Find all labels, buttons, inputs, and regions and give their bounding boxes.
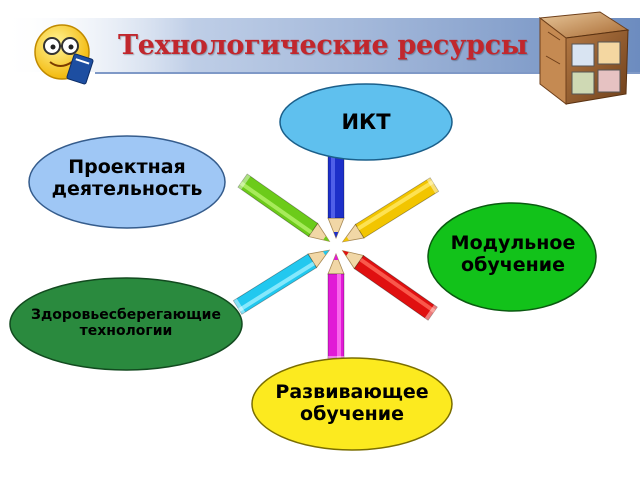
- pencils-star-icon: [232, 135, 440, 361]
- node-health: [9, 277, 243, 371]
- node-ikt-label: ИКТ: [341, 110, 391, 134]
- node-modular-label: Модульное обучение: [430, 232, 596, 277]
- node-modular-line1: Модульное: [450, 232, 576, 254]
- node-health-line2: технологии: [79, 323, 173, 340]
- node-health-line1: Здоровьесберегающие: [31, 307, 221, 323]
- pencil-green: [237, 173, 331, 243]
- slide-title: Технологические ресурсы: [118, 30, 528, 61]
- node-project: [28, 135, 226, 229]
- pencil-magenta: [327, 252, 345, 361]
- pencil-cyan: [232, 249, 331, 315]
- header-underline: [95, 72, 640, 74]
- header-band: [0, 18, 640, 72]
- node-modular: [427, 202, 597, 312]
- node-health-label: Здоровьесберегающие технологии: [6, 307, 246, 339]
- node-ikt: [279, 83, 453, 161]
- pencil-red: [341, 249, 438, 321]
- node-developing-label: Развивающее обучение: [252, 381, 452, 426]
- pencils-hub: [331, 241, 341, 251]
- node-project-line2: деятельность: [51, 177, 203, 200]
- node-modular-line2: обучение: [461, 253, 565, 276]
- node-developing-line2: обучение: [300, 402, 404, 425]
- pencil-yellow: [341, 177, 440, 243]
- smiley-reading-icon: [34, 24, 94, 85]
- node-project-label: Проектная деятельность: [27, 156, 227, 201]
- node-project-line1: Проектная: [68, 156, 186, 178]
- photo-cube-icon: [538, 11, 630, 106]
- node-developing: [251, 357, 453, 451]
- node-developing-line1: Развивающее: [275, 381, 429, 403]
